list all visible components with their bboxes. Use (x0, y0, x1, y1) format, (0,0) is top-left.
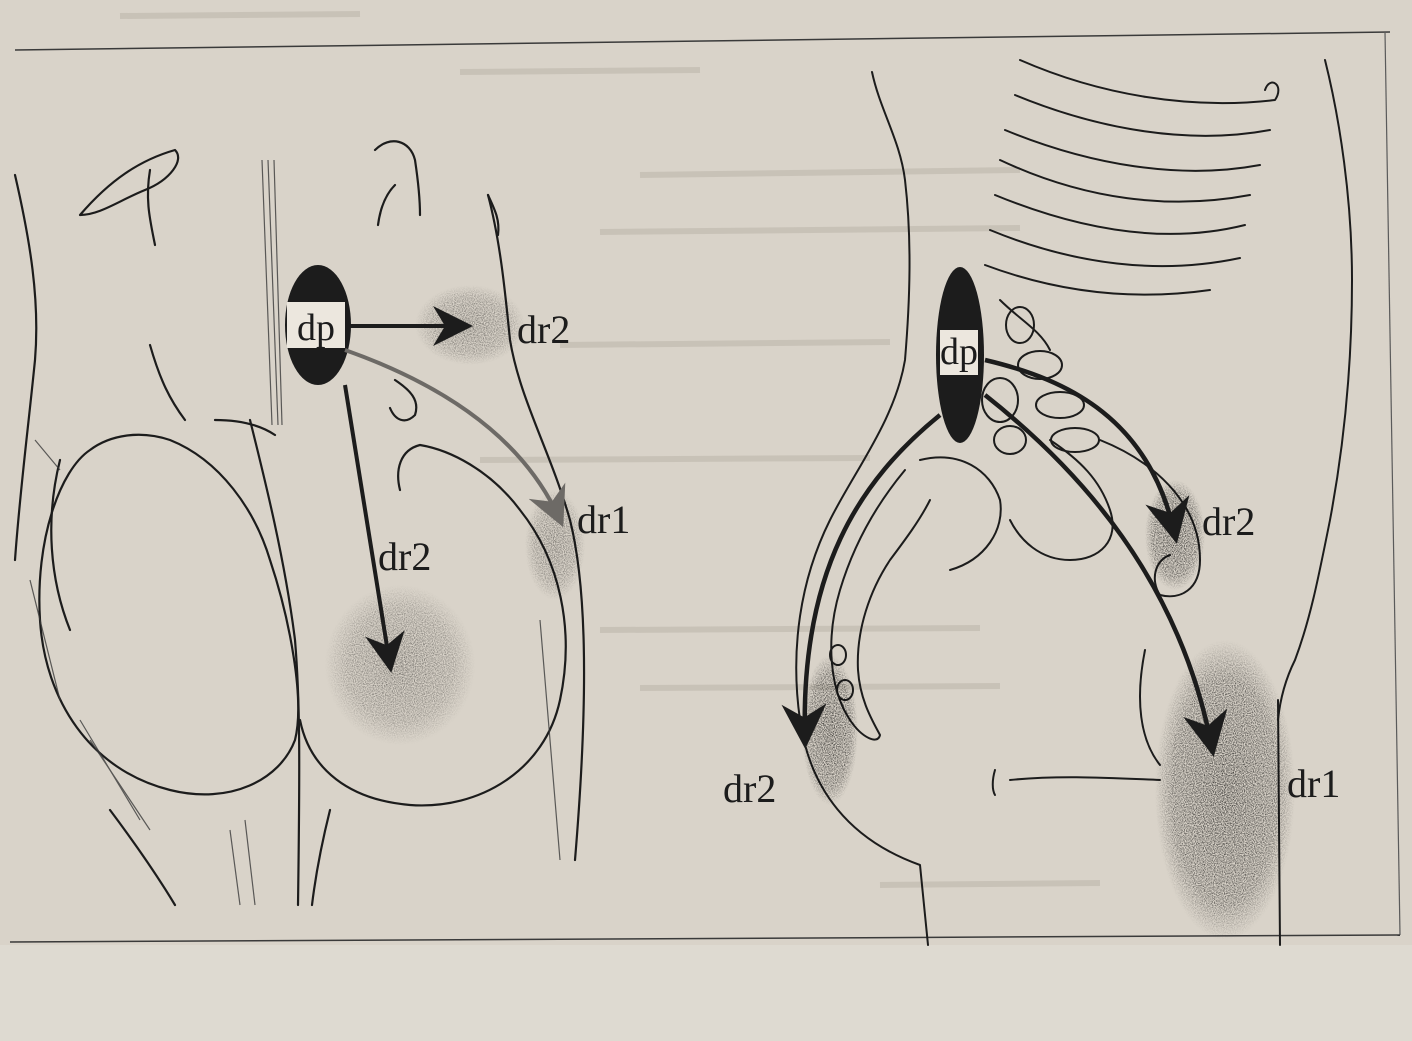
side-view-label-dr1: dr1 (1287, 761, 1340, 806)
back-view-dp-marker: dp (285, 265, 351, 385)
back-view-pain-zone-lower-dr2 (325, 585, 475, 745)
side-view-dp-label: dp (940, 331, 978, 373)
back-view-label-dr1: dr1 (577, 497, 630, 542)
back-view-dp-label: dp (297, 307, 335, 349)
side-view-dp-marker: dp (936, 267, 984, 443)
back-view-label-upper-dr2: dr2 (517, 307, 570, 352)
side-view-pain-zone-dr2-lower (802, 655, 858, 805)
side-view-pain-zone-dr1 (1155, 640, 1295, 940)
back-view-label-lower-dr2: dr2 (378, 534, 431, 579)
bottom-margin (0, 945, 1412, 1041)
side-view-label-upper-dr2: dr2 (1202, 499, 1255, 544)
side-view-label-lower-dr2: dr2 (723, 766, 776, 811)
